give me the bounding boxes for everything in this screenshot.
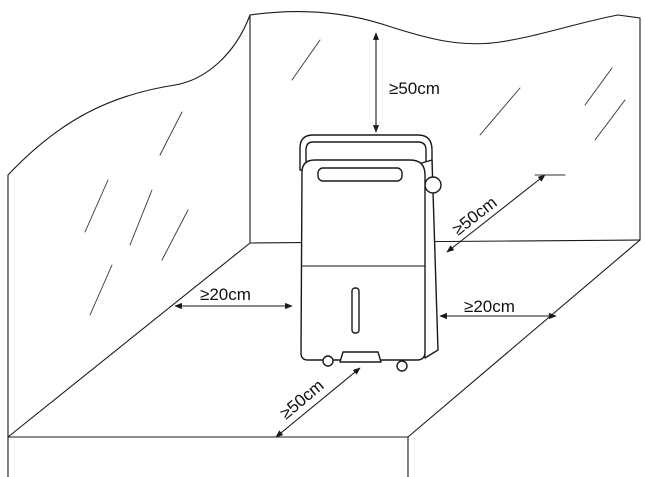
carry-handle bbox=[299, 134, 433, 179]
base-tray bbox=[339, 351, 382, 363]
right-clearance-label: ≥20cm bbox=[464, 297, 515, 316]
left-clearance-label: ≥20cm bbox=[200, 285, 251, 304]
wheel-right bbox=[396, 360, 408, 372]
front-clearance-arrow bbox=[275, 367, 361, 438]
side-knob bbox=[424, 176, 442, 194]
wheel-left bbox=[322, 355, 334, 367]
left-wall bbox=[7, 14, 251, 438]
water-level-window bbox=[351, 287, 360, 334]
back-clearance-arrow bbox=[446, 174, 546, 253]
top-clearance-label: ≥50cm bbox=[389, 79, 440, 98]
wall-hatching bbox=[84, 39, 626, 316]
dehumidifier bbox=[299, 134, 442, 372]
floor-front-edge bbox=[7, 436, 409, 477]
back-wall bbox=[249, 11, 641, 244]
air-outlet bbox=[317, 167, 403, 182]
front-panel bbox=[300, 159, 426, 361]
